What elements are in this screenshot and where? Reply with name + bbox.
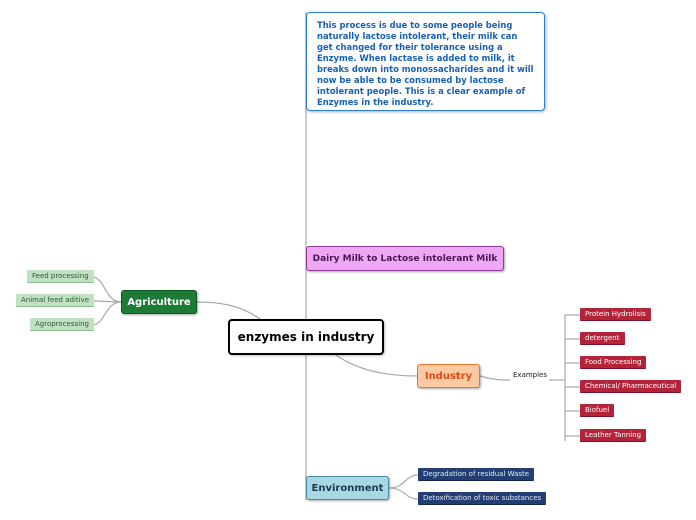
link-agri-feed <box>91 276 122 303</box>
note-box[interactable]: This process is due to some people being… <box>306 12 545 111</box>
industry-node[interactable]: Industry <box>417 364 480 388</box>
industry-leaf-biofuel[interactable]: Biofuel <box>580 404 615 417</box>
agri-leaf-animal-feed-additive[interactable]: Animal feed aditive <box>16 294 95 307</box>
environment-node[interactable]: Environment <box>306 476 389 500</box>
link-industry-examples <box>479 375 511 381</box>
link-center-agriculture <box>196 301 261 320</box>
env-leaf-degradation[interactable]: Degradation of residual Waste <box>418 468 535 481</box>
central-topic[interactable]: enzymes in industry <box>228 319 384 355</box>
env-leaf-detoxification[interactable]: Detoxification of toxic substances <box>418 492 547 505</box>
industry-leaf-chemical-pharmaceutical[interactable]: Chemical/ Pharmaceutical <box>580 380 682 393</box>
link-agri-agro <box>91 301 122 326</box>
link-center-industry <box>335 354 418 377</box>
agri-leaf-feed-processing[interactable]: Feed processing <box>27 270 94 283</box>
industry-leaf-food-processing[interactable]: Food Processing <box>580 356 647 369</box>
dairy-node[interactable]: Dairy Milk to Lactose intolerant Milk <box>306 246 504 271</box>
industry-leaf-protein-hydrolisis[interactable]: Protein Hydrolisis <box>580 308 651 321</box>
examples-label[interactable]: Examples <box>513 371 548 379</box>
agri-leaf-agroprocessing[interactable]: Agroprocessing <box>30 318 94 331</box>
industry-leaf-leather-tanning[interactable]: Leather Tanning <box>580 429 647 442</box>
industry-leaf-detergent[interactable]: detergent <box>580 332 625 345</box>
agriculture-node[interactable]: Agriculture <box>121 290 197 314</box>
